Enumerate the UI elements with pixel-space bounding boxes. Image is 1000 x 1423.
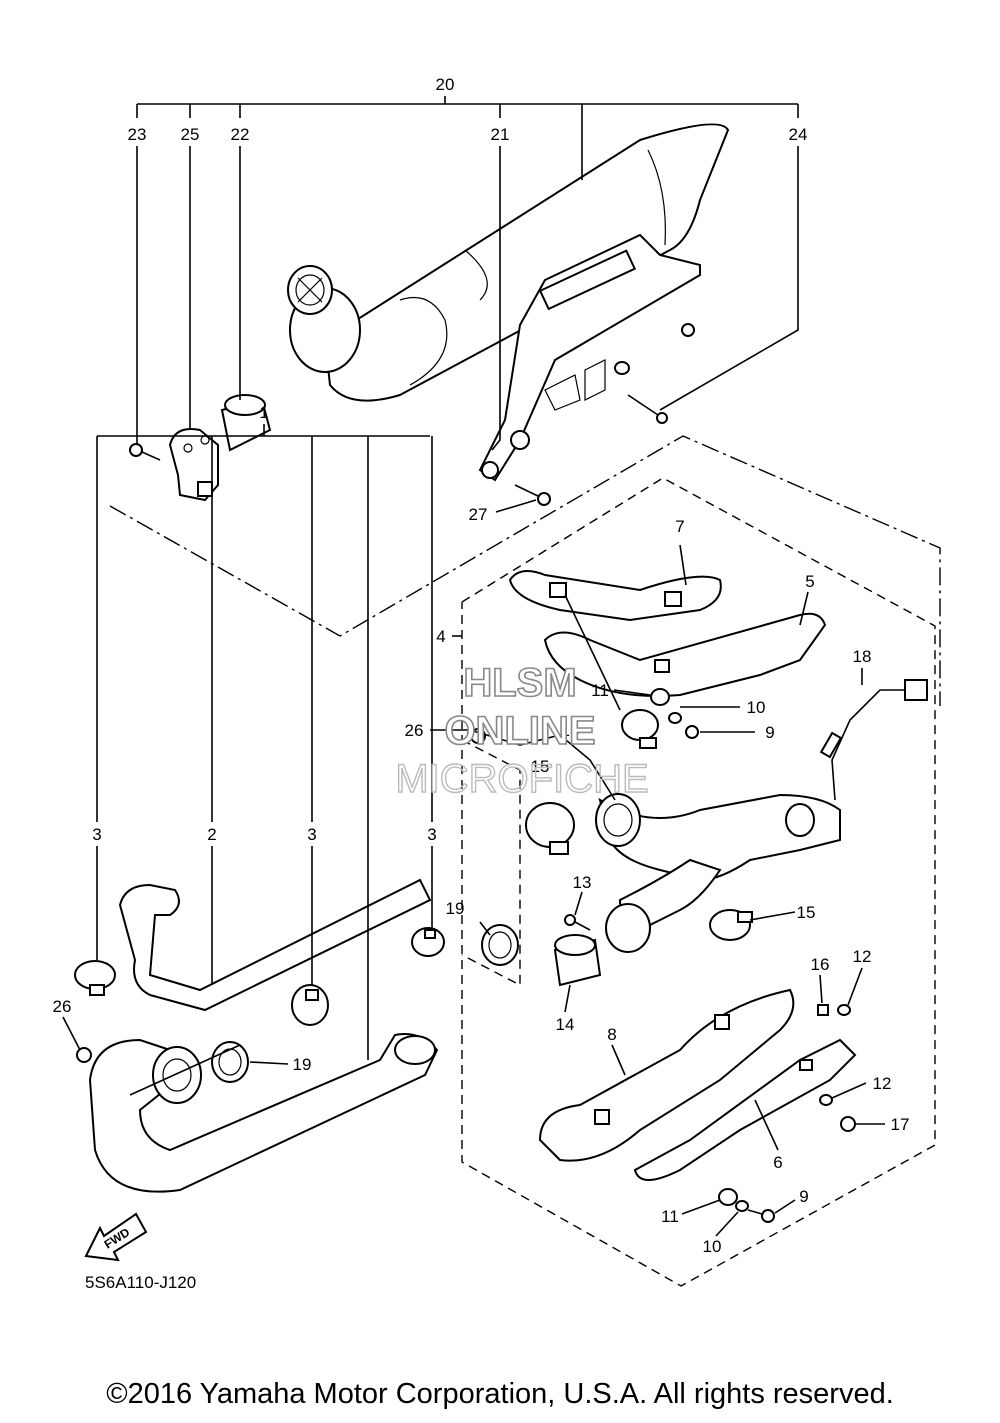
- washer-10-upper[interactable]: [668, 712, 682, 724]
- watermark-line-3: MICROFICHE: [395, 757, 648, 801]
- clamp-15-a[interactable]: [621, 709, 659, 749]
- nut-26-upper[interactable]: [470, 728, 486, 744]
- clamp-3-a[interactable]: [74, 960, 116, 996]
- muffler-20[interactable]: [287, 123, 730, 402]
- callout-labels: 20 23 25 22 21 24 27 7 5 4 18 11 10 9 26…: [53, 75, 910, 1256]
- callout-25: 25: [181, 125, 200, 144]
- clamp-15-b[interactable]: [525, 802, 575, 855]
- callout-15-c: 15: [797, 903, 816, 922]
- bolt-13[interactable]: [564, 914, 591, 931]
- callout-12-b: 12: [873, 1074, 892, 1093]
- callout-3-b: 3: [307, 825, 316, 844]
- washer-10-lower[interactable]: [735, 1200, 749, 1212]
- callout-10-upper: 10: [747, 698, 766, 717]
- watermark: HLSM ONLINE MICROFICHE: [395, 660, 650, 802]
- callout-8: 8: [607, 1025, 616, 1044]
- washer-12-b[interactable]: [819, 1094, 833, 1106]
- collar-11-upper[interactable]: [650, 688, 670, 706]
- callout-1: 1: [259, 403, 268, 422]
- bolt-17[interactable]: [840, 1116, 856, 1132]
- callout-26-upper: 26: [405, 721, 424, 740]
- callout-4: 4: [436, 627, 445, 646]
- damper-16[interactable]: [817, 1004, 829, 1016]
- protector-6[interactable]: [633, 1038, 857, 1181]
- callout-19-upper: 19: [446, 899, 465, 918]
- callout-11-upper: 11: [591, 681, 609, 700]
- washer-12-a[interactable]: [837, 1004, 851, 1016]
- callout-15-a: 15: [561, 721, 580, 740]
- oxygen-sensor-18[interactable]: [819, 679, 928, 801]
- fwd-arrow-icon: FWD: [84, 1212, 148, 1262]
- callout-7: 7: [675, 517, 684, 536]
- callout-2: 2: [207, 825, 216, 844]
- diagram-code: 5S6A110-J120: [85, 1273, 196, 1292]
- callout-19-lower: 19: [293, 1055, 312, 1074]
- callout-26-lower: 26: [53, 997, 72, 1016]
- callout-20: 20: [436, 75, 455, 94]
- bracket-21[interactable]: [478, 233, 701, 482]
- inner-assembly-boundary: [461, 739, 521, 987]
- bolt-9-upper[interactable]: [685, 725, 699, 739]
- callout-16: 16: [811, 955, 830, 974]
- bolt-27[interactable]: [514, 484, 551, 506]
- watermark-line-1: HLSM: [463, 661, 576, 705]
- gasket-14[interactable]: [553, 934, 602, 987]
- callout-9-upper: 9: [765, 723, 774, 742]
- nut-26-lower[interactable]: [76, 1047, 92, 1063]
- gasket-22[interactable]: [220, 394, 272, 452]
- callout-17: 17: [891, 1115, 910, 1134]
- clamp-3-b[interactable]: [291, 984, 329, 1026]
- callout-3-c: 3: [427, 825, 436, 844]
- protector-7[interactable]: [508, 570, 722, 622]
- leader-lines: [62, 96, 885, 1237]
- bolt-9-lower[interactable]: [747, 1209, 775, 1223]
- bolt-24[interactable]: [627, 394, 668, 424]
- callout-23: 23: [128, 125, 147, 144]
- pipe-assembly-boundary: [461, 477, 936, 1287]
- gasket-19-upper[interactable]: [481, 924, 519, 966]
- gasket-19-lower[interactable]: [211, 1041, 249, 1083]
- exhaust-pipe-1[interactable]: [88, 878, 439, 1193]
- callout-6: 6: [773, 1153, 782, 1172]
- copyright-notice: ©2016 Yamaha Motor Corporation, U.S.A. A…: [106, 1378, 894, 1410]
- callout-15-b: 15: [531, 757, 550, 776]
- callout-24: 24: [789, 125, 808, 144]
- bolt-23[interactable]: [129, 443, 161, 461]
- watermark-line-2: ONLINE: [444, 709, 595, 753]
- muffler-assembly-boundary: [109, 435, 941, 706]
- clamp-15-c[interactable]: [709, 909, 753, 941]
- callout-18: 18: [853, 647, 872, 666]
- callout-13: 13: [573, 873, 592, 892]
- callout-9-lower: 9: [799, 1187, 808, 1206]
- callout-12-a: 12: [853, 947, 872, 966]
- clamp-25[interactable]: [168, 428, 219, 502]
- callout-10-lower: 10: [703, 1237, 722, 1256]
- callout-5: 5: [805, 572, 814, 591]
- callout-22: 22: [231, 125, 250, 144]
- protector-5[interactable]: [543, 612, 827, 697]
- clamp-3-c[interactable]: [411, 927, 445, 957]
- exhaust-pipe-4[interactable]: [595, 793, 841, 953]
- callout-11-lower: 11: [661, 1207, 679, 1226]
- protector-8[interactable]: [538, 988, 795, 1162]
- callout-3-a: 3: [92, 825, 101, 844]
- callout-14: 14: [556, 1015, 575, 1034]
- collar-11-lower[interactable]: [718, 1188, 738, 1206]
- callout-21: 21: [491, 125, 510, 144]
- callout-27: 27: [469, 505, 488, 524]
